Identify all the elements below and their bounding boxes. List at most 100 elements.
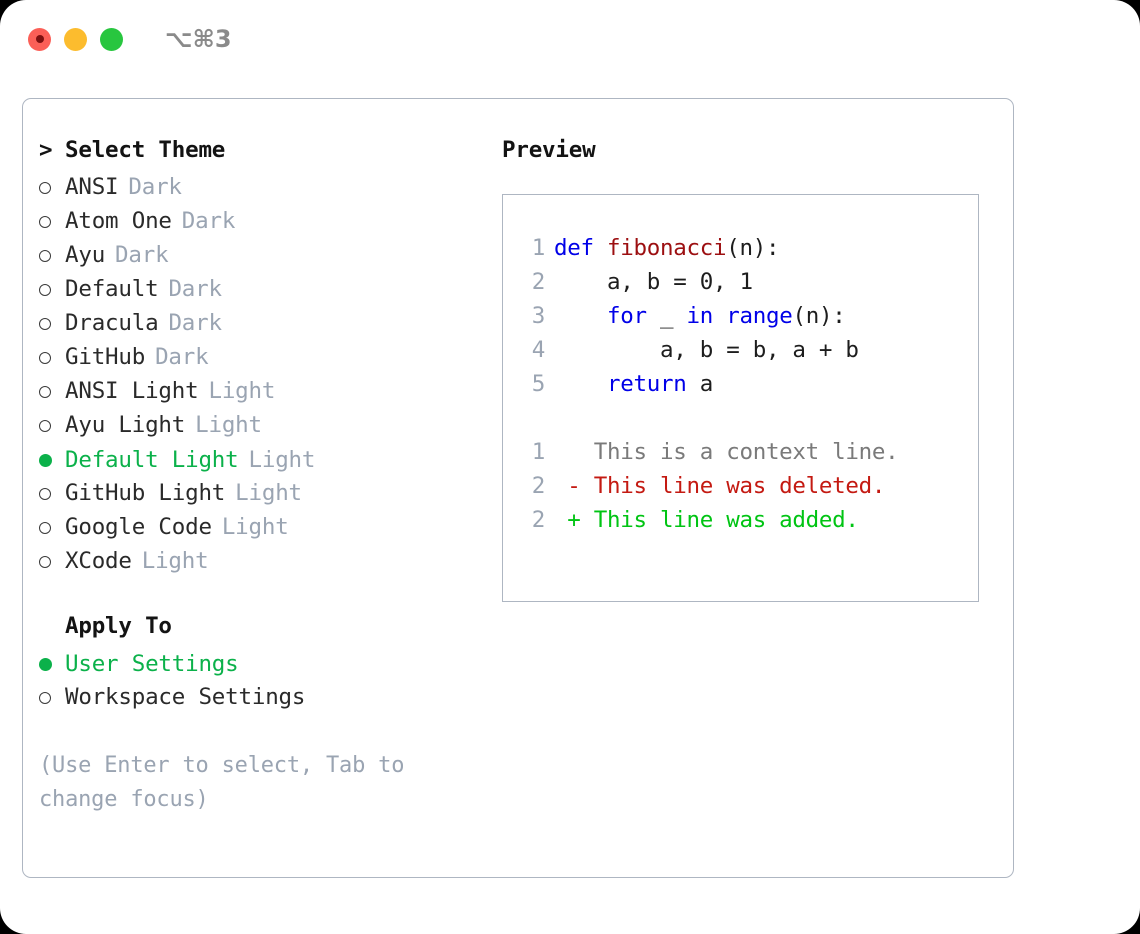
theme-name: Ayu Light <box>65 412 186 438</box>
preview-title: Preview <box>502 137 596 163</box>
radio-shape <box>39 420 51 432</box>
theme-name: ANSI <box>65 174 119 200</box>
theme-variant-tag: Light <box>195 412 262 438</box>
theme-name: Ayu <box>65 242 106 268</box>
code-token: a <box>686 371 714 397</box>
diff-sample: 1 This is a context line.2 - This line w… <box>515 439 978 541</box>
radio-shape <box>39 488 51 500</box>
minimize-button[interactable] <box>64 27 87 51</box>
close-button[interactable] <box>28 27 51 51</box>
radio-shape <box>39 522 51 534</box>
keyboard-hint: (Use Enter to select, Tab to change focu… <box>39 753 405 812</box>
line-number: 1 <box>531 439 546 465</box>
code-text: def fibonacci(n): <box>554 235 780 261</box>
apply-to-item-label: User Settings <box>65 650 239 677</box>
radio-unselected-icon <box>39 511 65 545</box>
theme-variant-tag: Light <box>141 548 209 574</box>
code-text: for _ in range(n): <box>554 303 846 329</box>
line-number: 2 <box>531 269 546 295</box>
traffic-lights <box>28 27 123 51</box>
page-title: Select Theme <box>65 137 226 163</box>
theme-variant-tag: Light <box>221 514 289 540</box>
diff-line: 1 This is a context line. <box>515 439 978 473</box>
theme-list-item[interactable]: Google Code Light <box>39 511 489 545</box>
code-token: in <box>686 303 714 329</box>
radio-unselected-icon <box>39 307 65 341</box>
radio-unselected-icon <box>39 341 65 375</box>
theme-list-item[interactable]: Ayu Dark <box>39 239 489 273</box>
theme-name: Atom One <box>65 208 172 234</box>
code-token <box>554 371 607 397</box>
theme-list-item[interactable]: Atom One Dark <box>39 205 489 239</box>
radio-selected-icon <box>39 647 65 681</box>
code-token: + This line was added. <box>554 507 859 533</box>
code-text: - This line was deleted. <box>554 473 885 499</box>
theme-variant-tag: Light <box>248 446 316 473</box>
radio-shape <box>39 657 52 671</box>
apply-to-heading: Apply To <box>39 613 489 647</box>
theme-variant-tag: Dark <box>168 310 222 336</box>
theme-name: ANSI Light <box>65 378 199 404</box>
radio-unselected-icon <box>39 375 65 409</box>
radio-unselected-icon <box>39 273 65 307</box>
radio-shape <box>39 453 52 467</box>
theme-name: Dracula <box>65 310 159 336</box>
radio-unselected-icon <box>39 239 65 273</box>
code-token: range <box>726 303 793 329</box>
radio-shape <box>39 284 51 296</box>
maximize-button[interactable] <box>100 27 123 51</box>
code-text: return a <box>554 371 713 397</box>
diff-line: 2 + This line was added. <box>515 507 978 541</box>
theme-variant-tag: Dark <box>181 208 236 234</box>
code-text: a, b = b, a + b <box>554 337 859 363</box>
radio-unselected-icon <box>39 409 65 443</box>
radio-selected-icon <box>39 443 65 477</box>
radio-shape <box>39 556 51 568</box>
radio-shape <box>39 216 51 228</box>
code-token: return <box>607 371 687 397</box>
theme-name: GitHub <box>65 344 146 370</box>
theme-list-item[interactable]: Ayu Light Light <box>39 409 489 443</box>
theme-variant-tag: Dark <box>115 242 169 268</box>
theme-name: Google Code <box>65 514 212 540</box>
apply-to-item[interactable]: Workspace Settings <box>39 681 489 715</box>
theme-name: Default <box>65 276 159 302</box>
radio-shape <box>39 386 51 398</box>
radio-unselected-icon <box>39 477 65 511</box>
code-line: 2 a, b = 0, 1 <box>515 269 978 303</box>
code-token: def <box>554 235 607 261</box>
theme-picker-heading: > Select Theme <box>39 137 489 171</box>
code-token: fibonacci <box>607 235 727 261</box>
code-token <box>554 303 607 329</box>
radio-shape <box>39 250 51 262</box>
code-token: a, b = b, a + b <box>554 337 859 363</box>
apply-to-item[interactable]: User Settings <box>39 647 489 681</box>
theme-list-item[interactable]: Dracula Dark <box>39 307 489 341</box>
theme-list-item[interactable]: Default Dark <box>39 273 489 307</box>
theme-variant-tag: Dark <box>168 276 222 302</box>
line-number: 4 <box>531 337 546 363</box>
diff-line: 2 - This line was deleted. <box>515 473 978 507</box>
radio-unselected-icon <box>39 205 65 239</box>
theme-name: GitHub Light <box>65 480 226 506</box>
code-diff-spacer <box>515 405 978 439</box>
code-token: for <box>607 303 647 329</box>
code-token: This is a context line. <box>554 439 899 465</box>
code-token: (n): <box>792 303 846 329</box>
code-text: a, b = 0, 1 <box>554 269 753 295</box>
code-token <box>713 303 726 329</box>
